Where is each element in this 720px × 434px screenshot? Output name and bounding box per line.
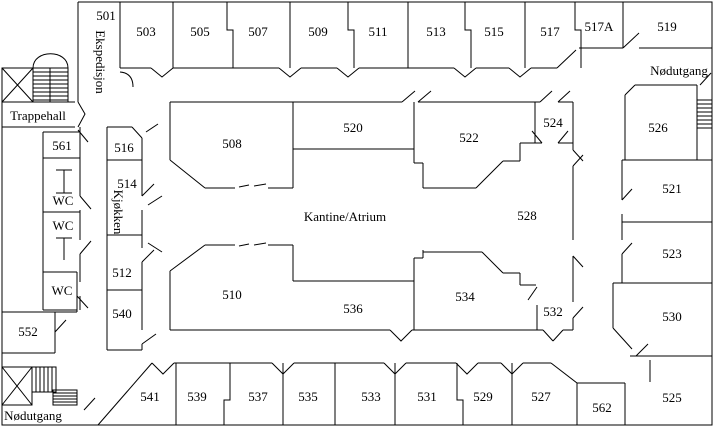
top-left-stairwell bbox=[1, 53, 89, 143]
label-trappehall: Trappehall bbox=[10, 108, 66, 123]
toilet-stall-icon bbox=[56, 237, 72, 260]
label-room-523: 523 bbox=[662, 246, 682, 261]
label-room-552: 552 bbox=[18, 324, 38, 339]
label-room-510: 510 bbox=[222, 287, 242, 302]
label-wc-1: WC bbox=[53, 193, 74, 208]
staircase-icon bbox=[697, 99, 712, 129]
label-ekspedisjon: Ekspedisjon bbox=[93, 30, 108, 94]
label-room-505: 505 bbox=[190, 24, 210, 39]
label-room-562: 562 bbox=[592, 400, 612, 415]
trappehall-box bbox=[2, 101, 86, 128]
staircase-icon bbox=[33, 67, 69, 103]
label-kjokken: Kjøkken bbox=[111, 190, 126, 235]
label-room-509: 509 bbox=[308, 24, 328, 39]
top-row-door-marks bbox=[119, 32, 640, 88]
label-room-522: 522 bbox=[459, 130, 479, 145]
label-room-517a: 517A bbox=[585, 19, 615, 34]
label-nodutgang-top: Nødutgang bbox=[650, 63, 708, 78]
label-room-507: 507 bbox=[248, 24, 268, 39]
label-room-526: 526 bbox=[648, 120, 668, 135]
label-room-517: 517 bbox=[540, 24, 560, 39]
label-room-533: 533 bbox=[361, 389, 381, 404]
label-room-520: 520 bbox=[343, 120, 363, 135]
label-wc-2: WC bbox=[53, 218, 74, 233]
top-room-walls bbox=[119, 2, 712, 69]
label-wc-3: WC bbox=[52, 283, 73, 298]
label-room-561: 561 bbox=[52, 138, 72, 153]
label-room-537: 537 bbox=[248, 389, 268, 404]
label-room-521: 521 bbox=[662, 181, 682, 196]
label-room-529: 529 bbox=[473, 389, 493, 404]
label-nodutgang-bottom: Nødutgang bbox=[4, 408, 62, 423]
label-room-525: 525 bbox=[662, 390, 682, 405]
label-room-541: 541 bbox=[140, 389, 160, 404]
label-room-514: 514 bbox=[117, 176, 137, 191]
label-room-539: 539 bbox=[187, 389, 207, 404]
label-room-527: 527 bbox=[531, 389, 551, 404]
label-room-513: 513 bbox=[426, 24, 446, 39]
label-room-524: 524 bbox=[543, 115, 563, 130]
atrium-block-walls bbox=[169, 90, 584, 342]
bottom-room-walls bbox=[97, 362, 626, 426]
label-room-530: 530 bbox=[662, 309, 682, 324]
label-kantine-atrium: Kantine/Atrium bbox=[304, 209, 386, 224]
label-room-531: 531 bbox=[417, 389, 437, 404]
room-552-walls bbox=[2, 300, 78, 354]
toilet-stall-icon bbox=[56, 169, 72, 194]
outer-walls bbox=[1, 1, 713, 426]
label-room-528: 528 bbox=[517, 208, 537, 223]
elevator-shaft-icon bbox=[1, 67, 34, 103]
label-room-508: 508 bbox=[222, 136, 242, 151]
label-room-540: 540 bbox=[112, 306, 132, 321]
label-room-516: 516 bbox=[114, 140, 134, 155]
label-room-503: 503 bbox=[136, 24, 156, 39]
label-room-535: 535 bbox=[298, 389, 318, 404]
label-room-511: 511 bbox=[368, 24, 387, 39]
label-room-501: 501 bbox=[96, 8, 116, 23]
label-room-532: 532 bbox=[543, 304, 563, 319]
right-column-walls bbox=[612, 72, 712, 382]
label-room-515: 515 bbox=[484, 24, 504, 39]
staircase-icon bbox=[52, 389, 78, 406]
label-room-534: 534 bbox=[455, 289, 475, 304]
kitchen-strip-walls bbox=[106, 123, 163, 351]
bottom-left-stairwell bbox=[1, 366, 96, 411]
label-room-512: 512 bbox=[112, 265, 132, 280]
elevator-shaft-icon bbox=[1, 366, 33, 406]
label-room-519: 519 bbox=[657, 19, 677, 34]
label-room-536: 536 bbox=[343, 301, 363, 316]
